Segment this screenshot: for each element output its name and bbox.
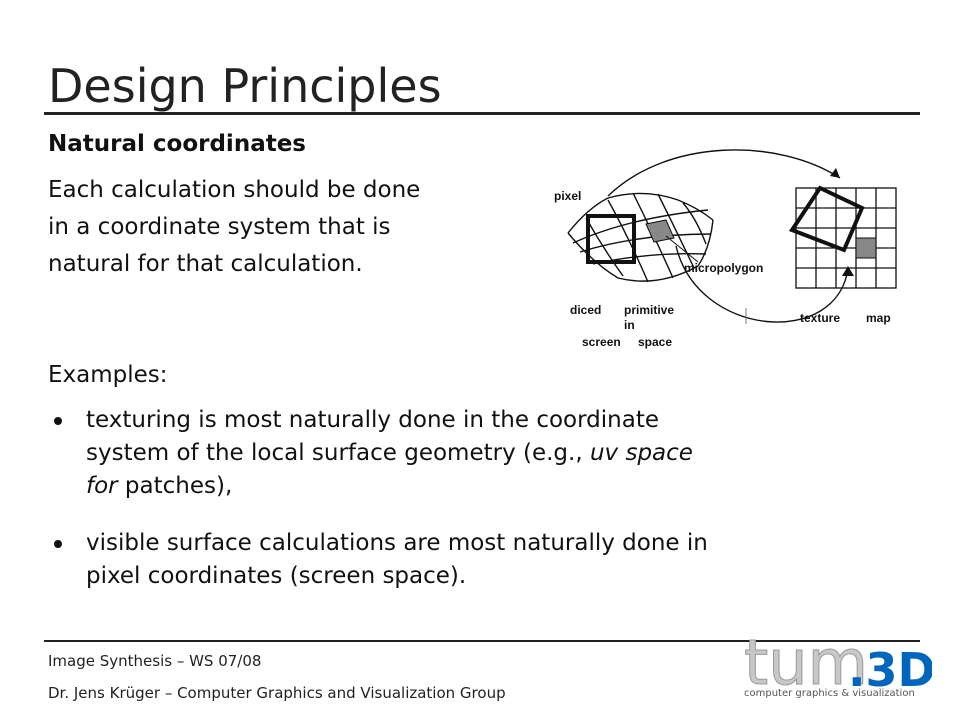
label-space: space — [638, 335, 672, 349]
micropolygon-pointer — [665, 235, 699, 263]
bullet1-uv-space: uv space — [589, 440, 693, 466]
pixel-square — [586, 214, 636, 264]
slide-subtitle: Natural coordinates — [48, 131, 306, 157]
bullet1-line3: for patches), — [86, 470, 908, 503]
bullet1-line2-text: system of the local surface geometry (e.… — [86, 440, 590, 466]
title-divider — [44, 112, 920, 115]
bullet2-line2: pixel coordinates (screen space). — [86, 563, 467, 589]
bullet2-line1: visible surface calculations are most na… — [86, 530, 708, 556]
intro-line-2: in a coordinate system that is — [48, 214, 391, 240]
arrowhead-top-icon — [830, 168, 840, 178]
intro-text: Each calculation should be done in a coo… — [48, 172, 548, 283]
bullet1-for: for — [86, 473, 118, 499]
bullet-dot-icon — [54, 417, 62, 425]
bullet-item-visible-surface: visible surface calculations are most na… — [48, 527, 908, 593]
label-texture: texture — [800, 311, 840, 325]
tum3d-logo: tum .3D — [744, 626, 933, 700]
slide-title: Design Principles — [48, 59, 442, 113]
label-pixel: pixel — [554, 189, 581, 203]
intro-line-1: Each calculation should be done — [48, 177, 421, 203]
label-primitive: primitive — [624, 303, 674, 317]
bullet1-line1: texturing is most naturally done in the … — [86, 407, 660, 433]
logo-caption: computer graphics & visualization — [744, 688, 915, 699]
bullet-dot-icon — [54, 540, 62, 548]
intro-line-3: natural for that calculation. — [48, 251, 363, 277]
examples-heading: Examples: — [48, 362, 168, 388]
bullet1-line3-text: patches), — [117, 473, 233, 499]
footer-course: Image Synthesis – WS 07/08 — [48, 652, 262, 670]
label-micropolygon: micropolygon — [684, 261, 763, 275]
mapping-arrow-top — [607, 149, 841, 197]
bullet-list: texturing is most naturally done in the … — [48, 404, 908, 617]
bullet-item-texturing: texturing is most naturally done in the … — [48, 404, 908, 503]
footer-divider — [44, 640, 920, 642]
mapping-arrow-bottom — [675, 245, 849, 323]
bullet1-line2: system of the local surface geometry (e.… — [86, 437, 908, 470]
label-in: in — [624, 318, 635, 332]
footer-author: Dr. Jens Krüger – Computer Graphics and … — [48, 684, 506, 702]
arrowhead-bottom-icon — [842, 266, 854, 276]
label-screen: screen — [582, 335, 621, 349]
pixel-footprint-in-texture — [788, 185, 865, 253]
logo-wordmark-tum: tum — [744, 626, 868, 699]
texture-mapping-diagram: pixel micropolygon diced primitive in sc… — [554, 149, 897, 349]
logo-wordmark-3d: .3D — [848, 643, 932, 697]
label-map: map — [866, 311, 891, 325]
texture-cell-shaded — [855, 237, 877, 259]
label-diced: diced — [570, 303, 601, 317]
